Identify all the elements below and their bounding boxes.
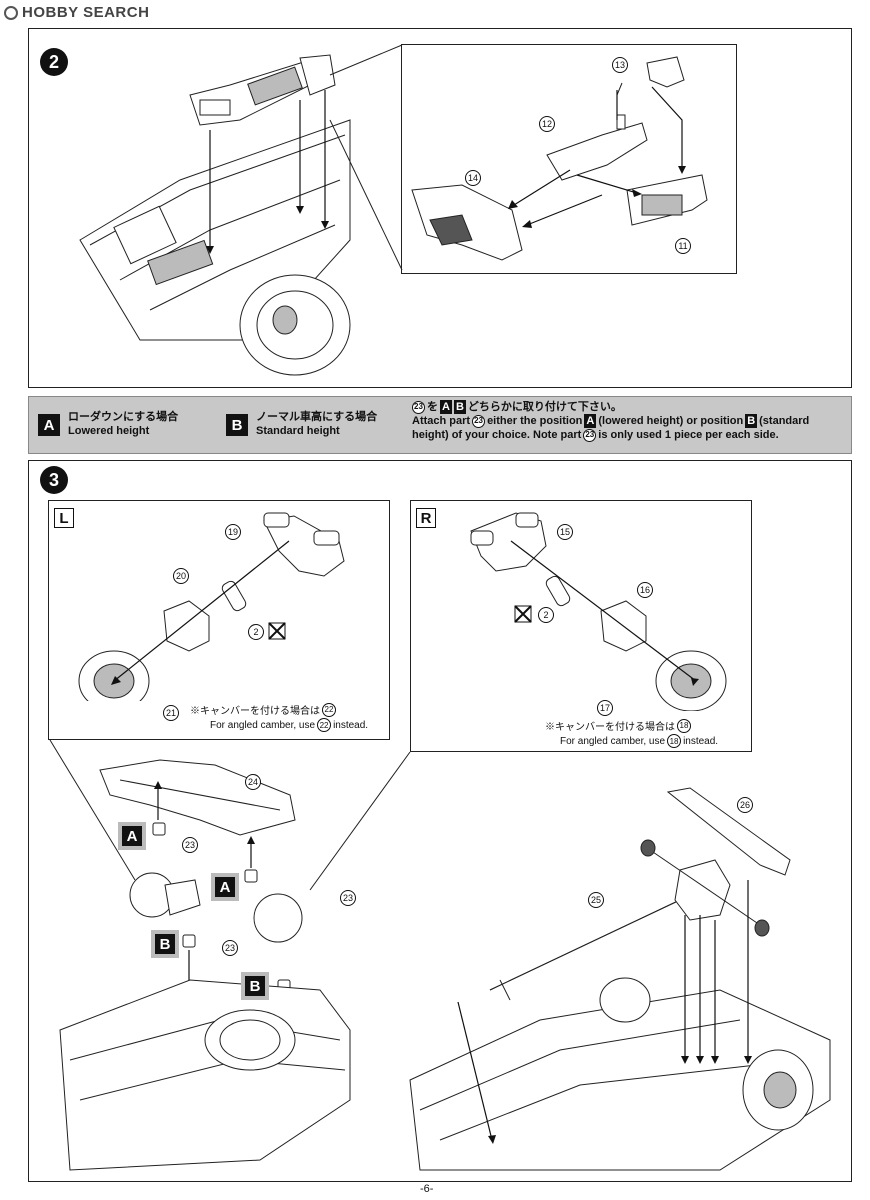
right-suspension-illustration xyxy=(470,512,727,711)
instr-jp-a: A xyxy=(440,400,452,414)
right-side-label: R xyxy=(416,508,436,528)
step2-callout-lines xyxy=(329,44,403,271)
option-b-badge: B xyxy=(226,414,248,436)
left-note-en-part: 22 xyxy=(317,718,332,732)
option-a-text: ローダウンにする場合 Lowered height xyxy=(68,410,178,438)
right-camber-note-en: For angled camber, use 18 instead. xyxy=(560,734,718,748)
left-note-en-post: instead. xyxy=(333,719,369,731)
part-11-label: 11 xyxy=(675,238,691,254)
instr-en1-mid2: (lowered height) or position xyxy=(598,415,744,427)
option-b-jp: ノーマル車高にする場合 xyxy=(256,411,378,423)
left-suspension-box xyxy=(48,500,390,740)
logo-mark-icon xyxy=(4,5,18,20)
right-note-jp-text: ※キャンバーを付ける場合は xyxy=(545,722,675,733)
instr-en1-post: (standard xyxy=(759,415,810,427)
logo-text: HOBBY SEARCH xyxy=(22,4,150,21)
instr-en2-pre: height) of your choice. Note part xyxy=(412,429,582,441)
right-note-en-part: 18 xyxy=(667,734,682,748)
option-b-text: ノーマル車高にする場合 Standard height xyxy=(256,410,377,438)
step3-lower-illustration xyxy=(49,740,831,1171)
lower-label-a2: A xyxy=(211,873,239,901)
instr-jp-part: 23 xyxy=(412,400,425,414)
page-number: -6- xyxy=(420,1183,434,1195)
step2-panel xyxy=(28,28,852,388)
option-a-en: Lowered height xyxy=(68,425,150,437)
instr-en1-b: B xyxy=(745,414,758,428)
right-note-en-pre: For angled camber, use xyxy=(560,735,666,747)
option-b-en: Standard height xyxy=(256,425,340,437)
part-2-label-left: 2 xyxy=(248,624,264,640)
option-a-badge: A xyxy=(38,414,60,436)
right-suspension-box xyxy=(410,500,752,752)
lower-label-b2: B xyxy=(241,972,269,1000)
right-note-en-post: instead. xyxy=(683,735,719,747)
left-side-label: L xyxy=(54,508,74,528)
step2-number: 2 xyxy=(40,48,68,76)
part-15-label: 15 xyxy=(557,524,573,540)
right-note-jp-part: 18 xyxy=(677,718,691,733)
part-24-label: 24 xyxy=(245,774,261,790)
part-2-right-num: 2 xyxy=(538,607,554,623)
step2-inset-illustration xyxy=(411,56,708,261)
instruction-en-line1: Attach part 23 either the position A (lo… xyxy=(412,414,842,428)
instruction-jp: 23 を A B どちらかに取り付けて下さい。 xyxy=(412,400,842,414)
instr-jp-wo: を xyxy=(427,401,438,413)
step3-panel xyxy=(28,460,852,1182)
lower-label-b1: B xyxy=(151,930,179,958)
part-23-label-b: 23 xyxy=(222,940,238,956)
step2-inset-box xyxy=(401,44,737,274)
instr-en1-pre: Attach part xyxy=(412,415,471,427)
part-25-label: 25 xyxy=(588,892,604,908)
instr-en2-part: 23 xyxy=(583,428,597,442)
part-21-label: 21 xyxy=(163,705,179,721)
option-a-jp: ローダウンにする場合 xyxy=(68,411,179,423)
instr-en1-part: 23 xyxy=(472,414,486,428)
part-19-label: 19 xyxy=(225,524,241,540)
part-23-label-a: 23 xyxy=(182,837,198,853)
left-suspension-illustration xyxy=(78,512,345,701)
step3-number: 3 xyxy=(40,466,68,494)
part-13-label: 13 xyxy=(612,57,628,73)
step2-chassis-illustration xyxy=(79,54,351,376)
left-camber-note-en: For angled camber, use 22 instead. xyxy=(210,718,368,732)
left-note-en-pre: For angled camber, use xyxy=(210,719,316,731)
instruction-text: 23 を A B どちらかに取り付けて下さい。 Attach part 23 e… xyxy=(412,400,842,442)
part-17-label: 17 xyxy=(597,700,613,716)
part-26-label: 26 xyxy=(737,797,753,813)
part-23-label-right: 23 xyxy=(340,890,356,906)
instr-en1-a: A xyxy=(584,414,597,428)
left-note-jp-text: ※キャンバーを付ける場合は xyxy=(190,706,320,717)
instr-en1-mid: either the position xyxy=(487,415,583,427)
instr-en2-post: is only used 1 piece per each side. xyxy=(598,429,779,441)
instr-jp-b: B xyxy=(453,400,466,414)
instr-jp-tail: どちらかに取り付けて下さい。 xyxy=(467,401,622,413)
part-2-left-num: 2 xyxy=(248,624,264,640)
part-14-label: 14 xyxy=(465,170,481,186)
part-20-label: 20 xyxy=(173,568,189,584)
part-16-label: 16 xyxy=(637,582,653,598)
left-note-jp-part: 22 xyxy=(322,702,336,717)
right-camber-note-jp: ※キャンバーを付ける場合は 18 xyxy=(545,718,691,733)
lower-label-a1: A xyxy=(118,822,146,850)
left-camber-note-jp: ※キャンバーを付ける場合は 22 xyxy=(190,702,336,717)
part-12-label: 12 xyxy=(539,116,555,132)
hobby-search-logo: HOBBY SEARCH xyxy=(4,4,149,21)
instruction-en-line2: height) of your choice. Note part 23 is … xyxy=(412,428,842,442)
